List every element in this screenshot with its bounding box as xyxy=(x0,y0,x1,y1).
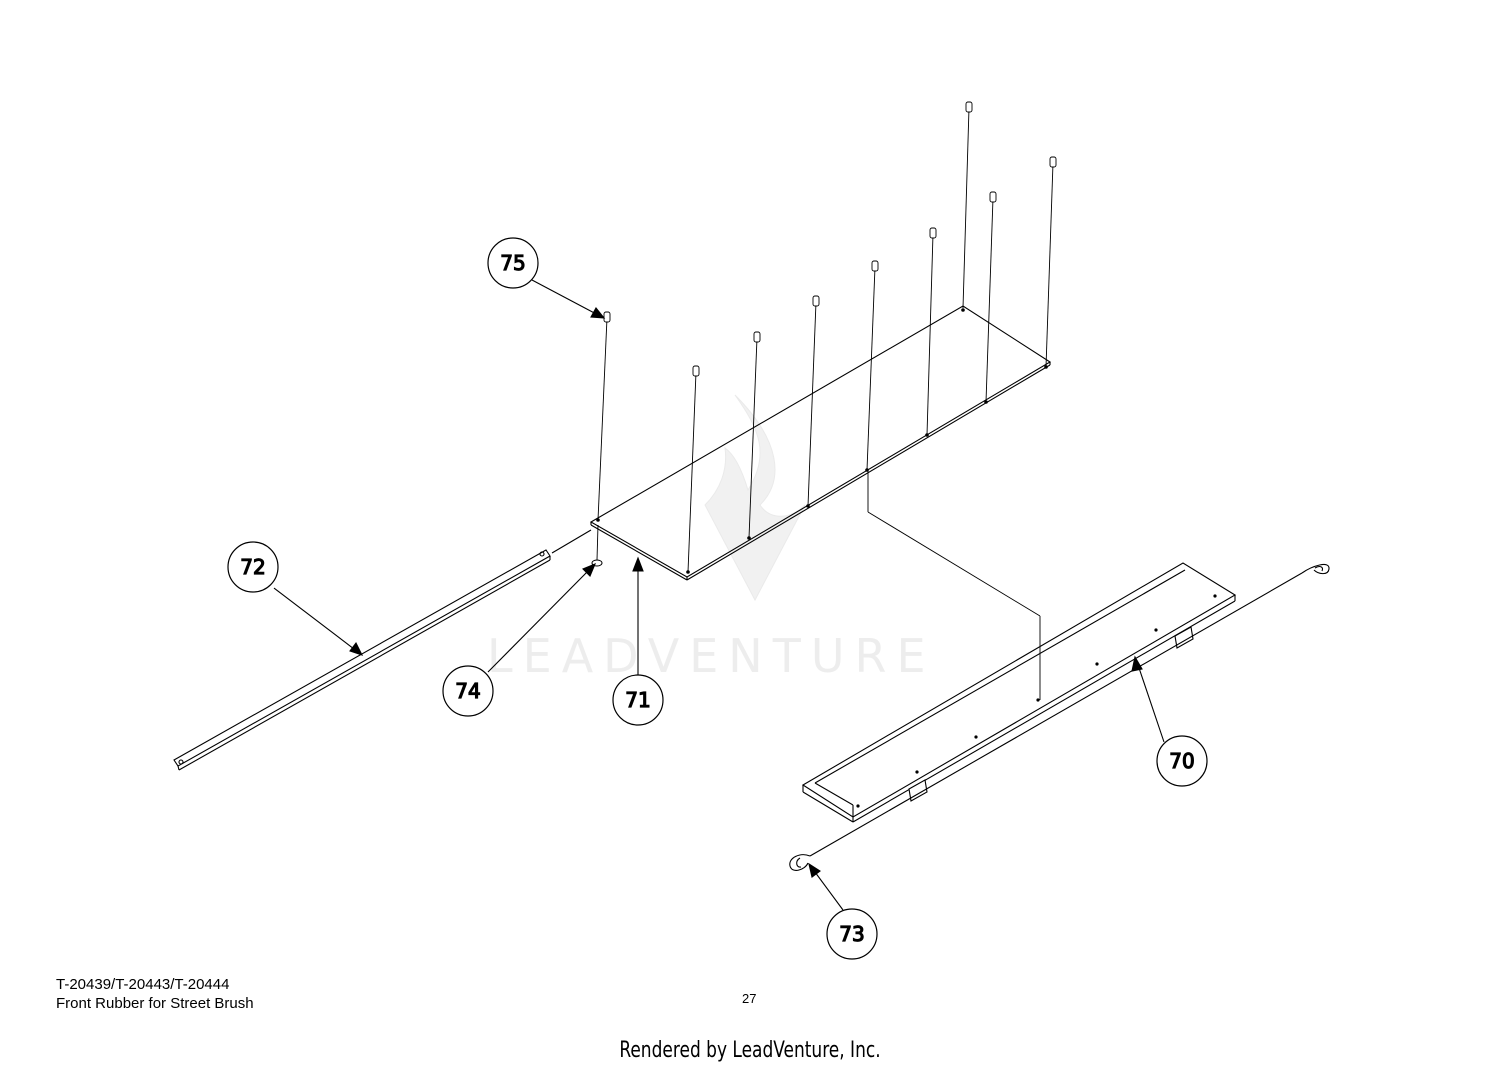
callout-72-label: 72 xyxy=(240,555,265,579)
rendered-by-credit: Rendered by LeadVenture, Inc. xyxy=(619,1038,881,1063)
part-73-retaining-rod xyxy=(789,563,1330,871)
callout-70: 70 xyxy=(1156,735,1208,787)
callout-70-label: 70 xyxy=(1169,749,1194,773)
callout-74-label: 74 xyxy=(455,679,480,703)
page-number: 27 xyxy=(742,991,757,1006)
callout-71: 71 xyxy=(612,674,664,726)
model-numbers: T-20439/T-20443/T-20444 xyxy=(56,976,230,993)
diagram-description: Front Rubber for Street Brush xyxy=(56,995,254,1012)
part-70-holder-frame xyxy=(801,562,1237,823)
callout-74: 74 xyxy=(442,665,494,717)
callout-bubbles: 75 72 74 71 70 73 xyxy=(227,237,1208,960)
watermark-text: LEADVENTURE xyxy=(487,629,936,683)
callout-72: 72 xyxy=(227,541,279,593)
part-72-clamp-strip xyxy=(173,529,592,771)
leadventure-watermark-logo: LEADVENTURE xyxy=(487,394,936,683)
part-71-rubber-plate xyxy=(589,305,1052,581)
part-75-bolts xyxy=(596,101,1057,700)
callout-75-label: 75 xyxy=(500,251,525,275)
callout-leaders xyxy=(273,279,1165,911)
callout-75: 75 xyxy=(487,237,539,289)
callout-73-label: 73 xyxy=(839,922,864,946)
callout-73: 73 xyxy=(826,908,878,960)
callout-71-label: 71 xyxy=(625,688,650,712)
